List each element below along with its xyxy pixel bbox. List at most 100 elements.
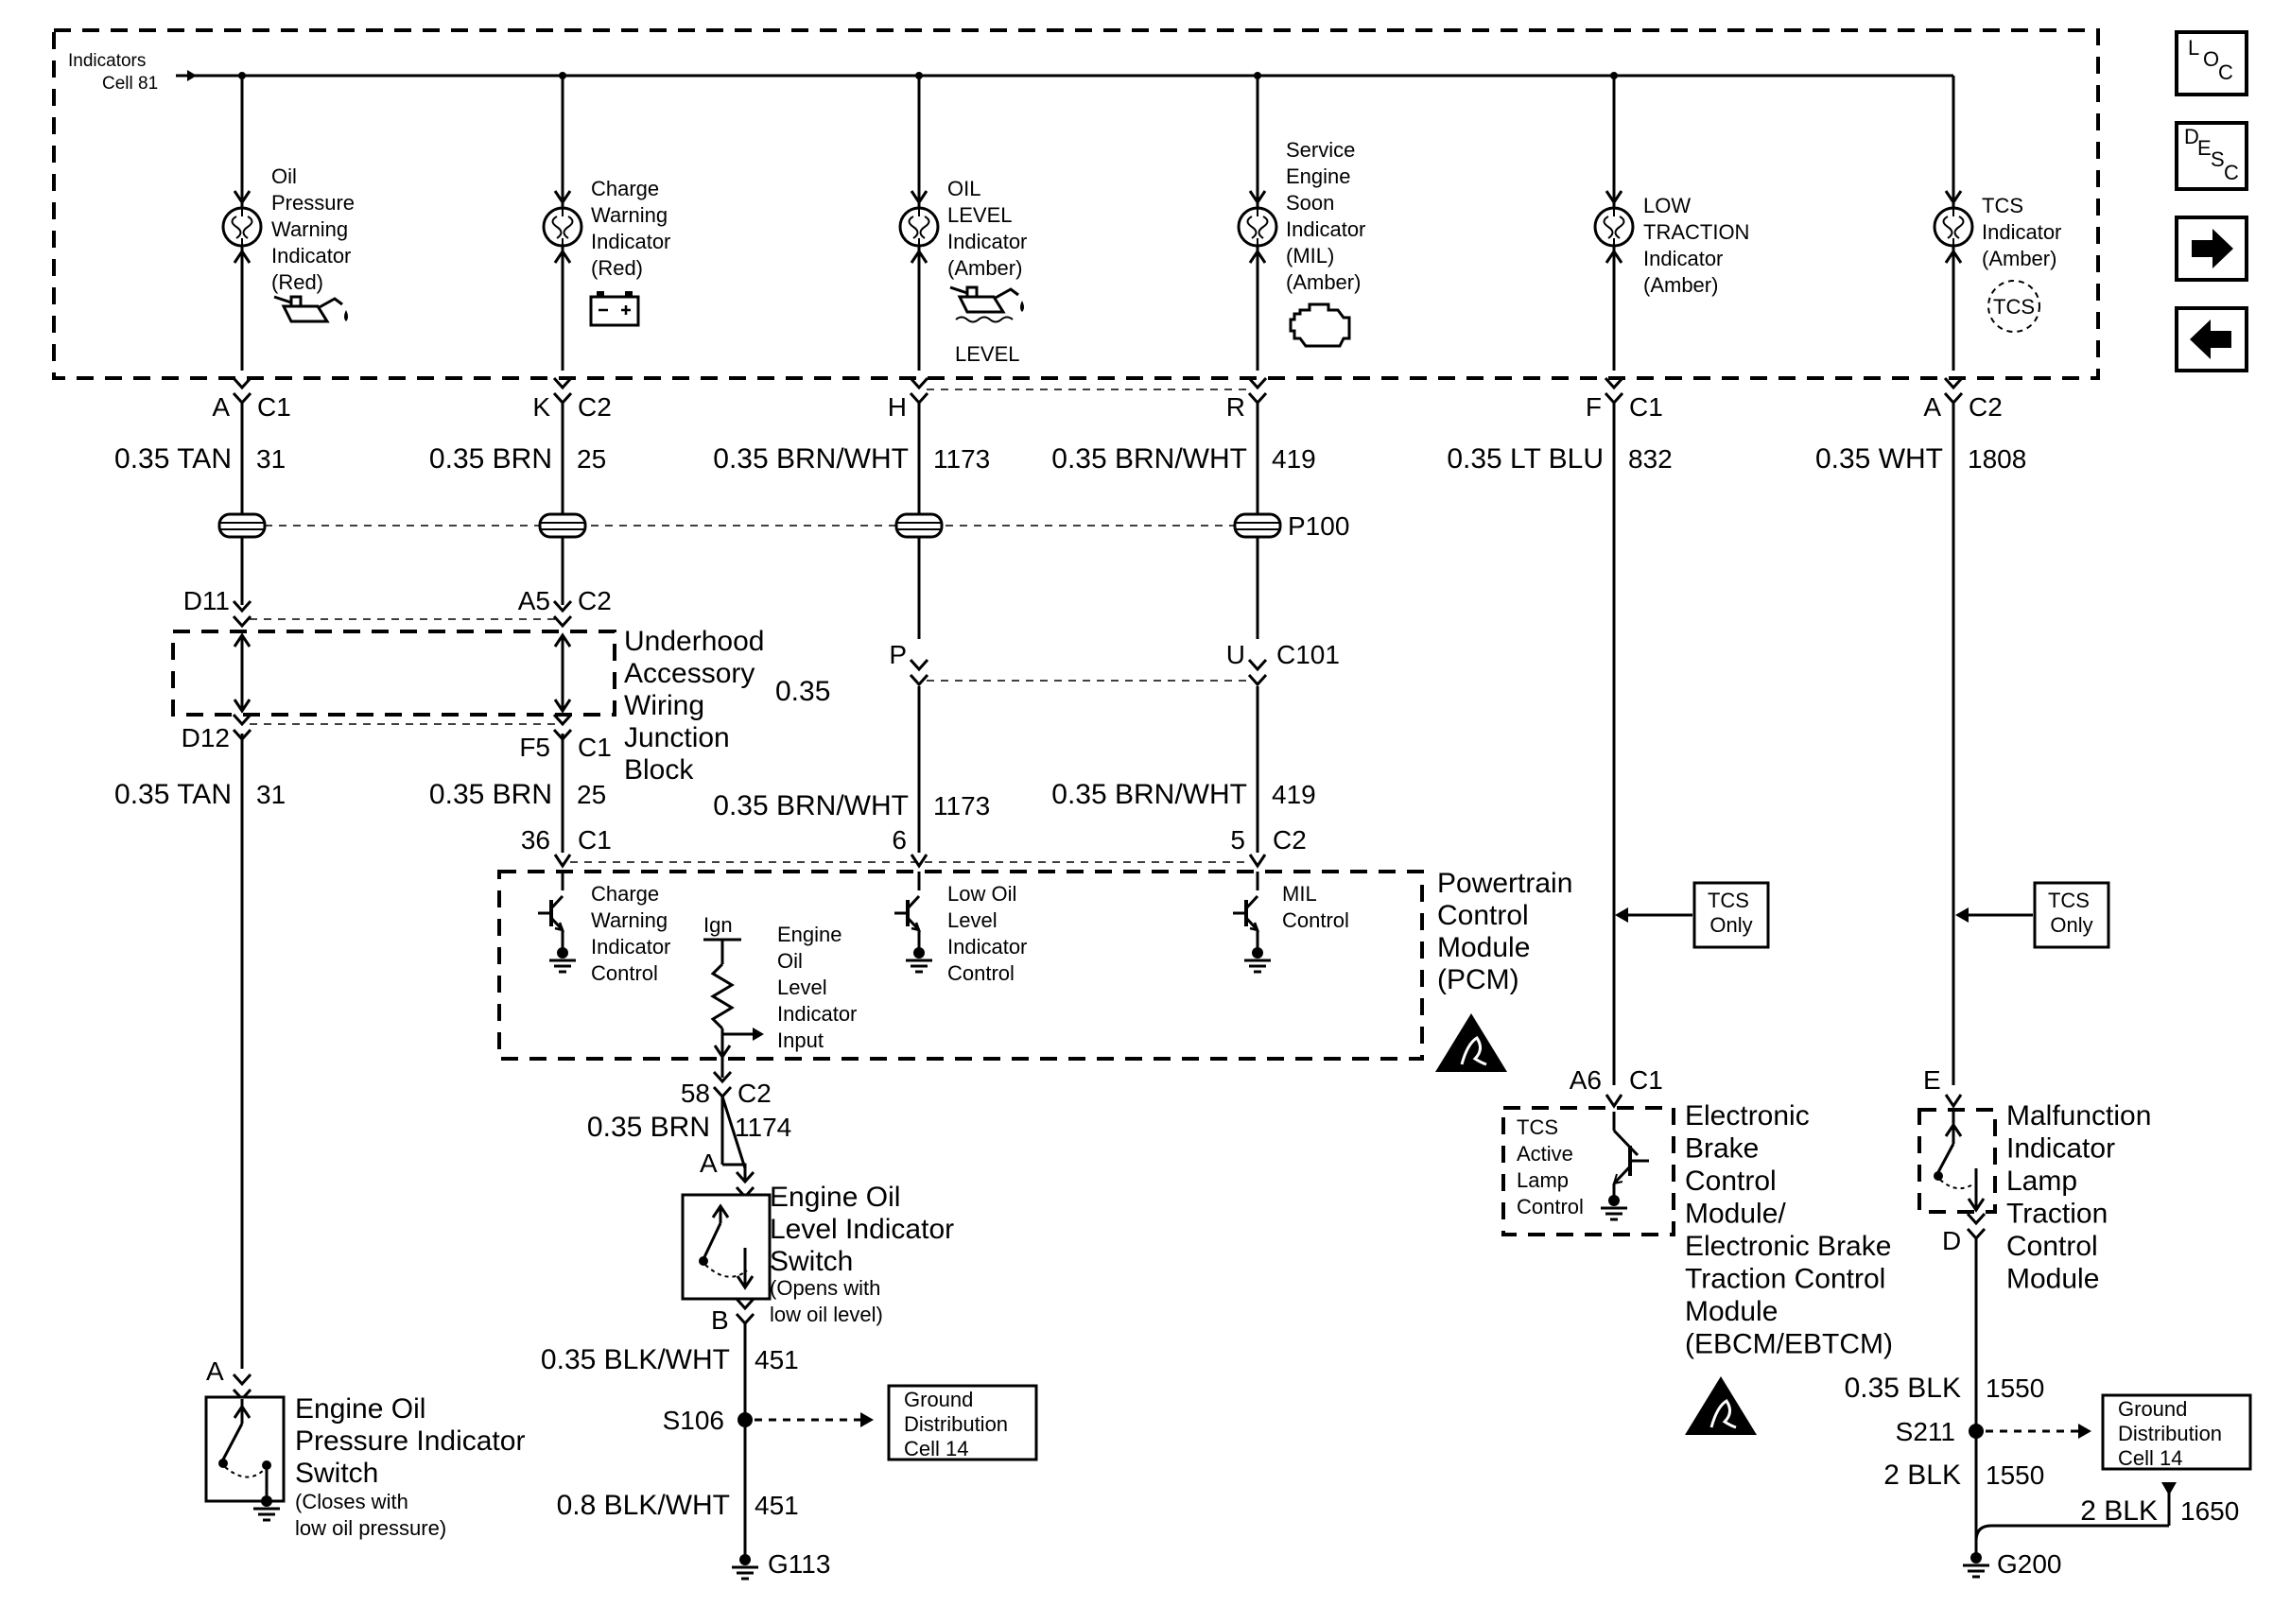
jb-conn-c1: C1 <box>578 733 612 762</box>
pcm-conn-c1: C1 <box>578 825 612 855</box>
svg-text:E: E <box>2197 136 2212 160</box>
wire-label-25: 0.35 BRN <box>429 443 552 475</box>
ebcm-box <box>1501 1106 1675 1236</box>
wire-label-1650: 2 BLK <box>2080 1495 2158 1527</box>
loc-button[interactable]: L O C <box>2175 30 2248 96</box>
next-page-button[interactable] <box>2175 216 2248 282</box>
s211-label: S211 <box>1896 1417 1955 1446</box>
tcs-only-tcm <box>2033 881 2110 949</box>
pressure-switch-note: (Closes with low oil pressure) <box>295 1490 446 1540</box>
jb-pin-d11: D11 <box>183 586 230 615</box>
tcm-switch-contacts <box>1934 1112 1986 1213</box>
indicators-cell-line1[interactable]: Indicators <box>68 51 146 71</box>
arrow-right-icon <box>2192 229 2233 268</box>
wire-label-1174: 0.35 BRN <box>587 1112 710 1143</box>
desc-button[interactable]: D E S C <box>2175 121 2248 191</box>
svg-text:S: S <box>2211 147 2225 171</box>
wire-label-25-lower: 0.35 BRN <box>429 779 552 810</box>
battery-icon <box>589 291 640 327</box>
svg-text:O: O <box>2203 47 2219 71</box>
svg-text:C: C <box>2224 161 2239 184</box>
indicators-cell-line2[interactable]: Cell 81 <box>102 74 158 94</box>
tcs-icon <box>1987 280 2040 333</box>
wire-1650-run <box>1974 1524 2169 1542</box>
indicators-box <box>52 28 2100 380</box>
pcm-connector-pins <box>553 853 1267 868</box>
pcm-box <box>497 870 1424 1061</box>
svg-text:C: C <box>2218 60 2233 84</box>
pcm-esd-icon <box>1433 1011 1509 1074</box>
pcm-pin-5: 5 <box>1230 825 1245 855</box>
oil-pressure-indicator-label: Oil Pressure Warning Indicator (Red) <box>271 164 360 294</box>
ground-distribution-ref-s106[interactable] <box>887 1384 1038 1461</box>
charge-warning-control-label: Charge Warning Indicator Control <box>591 882 677 985</box>
wire-label-1550: 0.35 BLK <box>1845 1373 1961 1404</box>
pressure-switch-pin-a: A <box>206 1356 224 1386</box>
tcm-pin-d: D <box>1942 1226 1961 1255</box>
prev-page-button[interactable] <box>2175 306 2248 372</box>
circuit-1650: 1650 <box>2180 1496 2239 1526</box>
oil-level-icon <box>949 285 1024 323</box>
charge-indicator-label: Charge Warning Indicator (Red) <box>591 177 677 280</box>
ground-distribution-ref-s106-text: Ground Distribution Cell 14 <box>904 1388 1014 1460</box>
low-oil-level-transistor <box>893 872 934 974</box>
mil-control-label: MIL Control <box>1282 882 1349 932</box>
wire-label-419: 0.35 BRN/WHT <box>1051 443 1247 475</box>
circuit-419: 419 <box>1272 444 1316 474</box>
pcm-conn-c2: C2 <box>1273 825 1307 855</box>
engine-icon <box>1289 302 1351 348</box>
ebcm-conn-c1: C1 <box>1629 1065 1663 1095</box>
c101-pin-u: U <box>1226 640 1245 669</box>
ebcm-title: Electronic Brake Control Module/ Electro… <box>1685 1100 1900 1360</box>
s211-splice-dot <box>1969 1424 1984 1439</box>
g200-label: G200 <box>1997 1549 2062 1579</box>
circuit-451: 451 <box>755 1345 799 1374</box>
ground-distribution-ref-s211-text: Ground Distribution Cell 14 <box>2118 1397 2228 1470</box>
feed-arrow <box>187 70 197 81</box>
jb-pin-a5: A5 <box>518 586 550 615</box>
wire-label-451-lower: 0.8 BLK/WHT <box>557 1490 730 1521</box>
svg-text:L: L <box>2188 36 2199 60</box>
jb-internal-links <box>233 632 572 714</box>
tcs-only-tcm-text: TCS Only <box>2048 889 2095 937</box>
s106-splice-dot <box>737 1412 753 1427</box>
tcs-active-lamp-transistor <box>1599 1112 1649 1221</box>
circuit-1174: 1174 <box>735 1113 791 1142</box>
ground-distribution-ref-s211[interactable] <box>2101 1393 2252 1471</box>
p100-label: P100 <box>1288 511 1349 541</box>
circuit-31-lower: 31 <box>256 780 286 809</box>
charge-indicator-bulb <box>542 189 583 265</box>
ign-pullup-resistor <box>703 938 764 1078</box>
circuit-832: 832 <box>1628 444 1673 474</box>
wire-1174 <box>720 1096 747 1169</box>
g113-ground-icon <box>730 1565 760 1581</box>
engine-oil-level-switch <box>681 1193 772 1301</box>
pcm-pin-36: 36 <box>521 825 550 855</box>
oil-level-indicator-label: OIL LEVEL Indicator (Amber) <box>947 177 1033 280</box>
circuit-31: 31 <box>256 444 286 474</box>
tcs-icon-text: TCS <box>1993 295 2035 319</box>
circuit-451-lower: 451 <box>755 1491 799 1520</box>
pin-f-c1-pin: F <box>1586 392 1602 422</box>
wire-label-451: 0.35 BLK/WHT <box>541 1344 730 1375</box>
pressure-switch-contacts <box>218 1399 282 1522</box>
wire-label-31: 0.35 TAN <box>114 443 232 475</box>
wire-label-1173-lower: 0.35 BRN/WHT <box>713 790 909 821</box>
pin-r: R <box>1226 392 1245 422</box>
jb-pin-f5: F5 <box>519 733 550 762</box>
oil-level-icon-text: LEVEL <box>955 342 1020 366</box>
wire-label-832: 0.35 LT BLU <box>1447 443 1604 475</box>
circuit-25: 25 <box>577 444 606 474</box>
wire-label-1550-lower: 2 BLK <box>1883 1460 1961 1491</box>
c101-pin-p: P <box>889 640 907 669</box>
jb-pin-d12: D12 <box>182 723 230 752</box>
level-switch-contacts <box>699 1203 755 1290</box>
g200-dot <box>1970 1552 1982 1564</box>
low-oil-level-control-label: Low Oil Level Indicator Control <box>947 882 1033 985</box>
pin-a-c2-pin: A <box>1923 392 1941 422</box>
g200-ground-icon <box>1961 1564 1991 1579</box>
pcm-pin-58-conn: C2 <box>737 1079 772 1108</box>
svg-text:D: D <box>2184 125 2199 148</box>
ebcm-pin-a6: A6 <box>1570 1065 1602 1095</box>
